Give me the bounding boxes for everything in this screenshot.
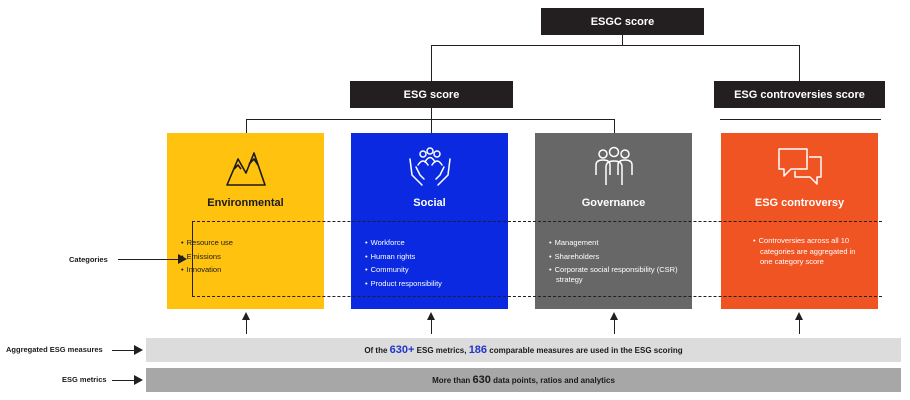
categories-band-bottom: [192, 296, 882, 297]
list-item: Workforce: [365, 236, 502, 250]
aggregated-mid: ESG metrics,: [414, 345, 469, 355]
card-items: Management Shareholders Corporate social…: [549, 236, 686, 285]
data-points-count: 630: [472, 374, 491, 386]
connector: [431, 45, 433, 81]
categories-label: Categories: [69, 255, 108, 264]
list-item: Community: [365, 263, 502, 277]
esg-score-label: ESG score: [403, 88, 460, 101]
aggregated-measures-bar: Of the 630+ ESG metrics, 186 comparable …: [146, 338, 901, 362]
arrow-line: [112, 380, 136, 382]
connector: [431, 108, 433, 119]
arrow-line: [118, 259, 180, 261]
up-arrow-line: [246, 318, 248, 334]
list-item: Corporate social responsibility (CSR) st…: [549, 265, 686, 285]
card-title: Governance: [581, 197, 646, 209]
connector: [622, 35, 624, 45]
arrow-head-icon: [134, 375, 143, 385]
card-title: Environmental: [207, 197, 284, 209]
controversies-score-box: ESG controversies score: [714, 81, 885, 108]
esg-score-box: ESG score: [350, 81, 513, 108]
up-arrow-line: [799, 318, 801, 334]
aggregated-label: Aggregated ESG measures: [6, 345, 103, 354]
mountain-icon: [224, 145, 268, 194]
list-item: Management: [549, 236, 686, 250]
connector: [246, 119, 615, 121]
up-arrow-head-icon: [242, 312, 250, 320]
up-arrow-line: [431, 318, 433, 334]
categories-band-left: [192, 221, 194, 297]
list-item: Human rights: [365, 250, 502, 264]
people-hands-icon: [406, 145, 454, 194]
up-arrow-head-icon: [795, 312, 803, 320]
card-title: Social: [413, 197, 446, 209]
group-icon: [591, 145, 637, 194]
card-items: Workforce Human rights Community Product…: [365, 236, 502, 290]
card-items: Resource use Emissions Innovation: [181, 236, 318, 277]
connector: [431, 119, 433, 133]
speech-bubbles-icon: [775, 145, 825, 194]
metrics-pre: More than: [432, 375, 473, 385]
list-item: Resource use: [181, 236, 318, 250]
metrics-label: ESG metrics: [62, 375, 107, 384]
arrow-line: [112, 350, 136, 352]
connector: [720, 119, 881, 121]
comparable-count: 186: [468, 344, 488, 356]
up-arrow-head-icon: [610, 312, 618, 320]
list-item: Innovation: [181, 263, 318, 277]
aggregated-pre: Of the: [364, 345, 390, 355]
esgc-score-label: ESGC score: [590, 15, 655, 28]
esgc-score-box: ESGC score: [541, 8, 704, 35]
list-item: Shareholders: [549, 250, 686, 264]
metrics-count: 630+: [389, 344, 415, 356]
aggregated-post: comparable measures are used in the ESG …: [487, 345, 683, 355]
connector: [614, 119, 616, 133]
list-item: Product responsibility: [365, 277, 502, 291]
list-item: Emissions: [181, 250, 318, 264]
card-title: ESG controversy: [754, 197, 845, 209]
connector: [799, 45, 801, 81]
arrow-head-icon: [134, 345, 143, 355]
metrics-post: data points, ratios and analytics: [490, 375, 615, 385]
up-arrow-head-icon: [427, 312, 435, 320]
categories-band-top: [192, 221, 882, 222]
up-arrow-line: [614, 318, 616, 334]
arrow-head-icon: [178, 254, 187, 264]
controversies-score-label: ESG controversies score: [734, 88, 865, 101]
list-item: Controversies across all 10 categories a…: [753, 236, 864, 268]
card-items: Controversies across all 10 categories a…: [753, 236, 864, 268]
connector: [431, 45, 800, 47]
esg-metrics-bar: More than 630 data points, ratios and an…: [146, 368, 901, 392]
connector: [246, 119, 248, 133]
